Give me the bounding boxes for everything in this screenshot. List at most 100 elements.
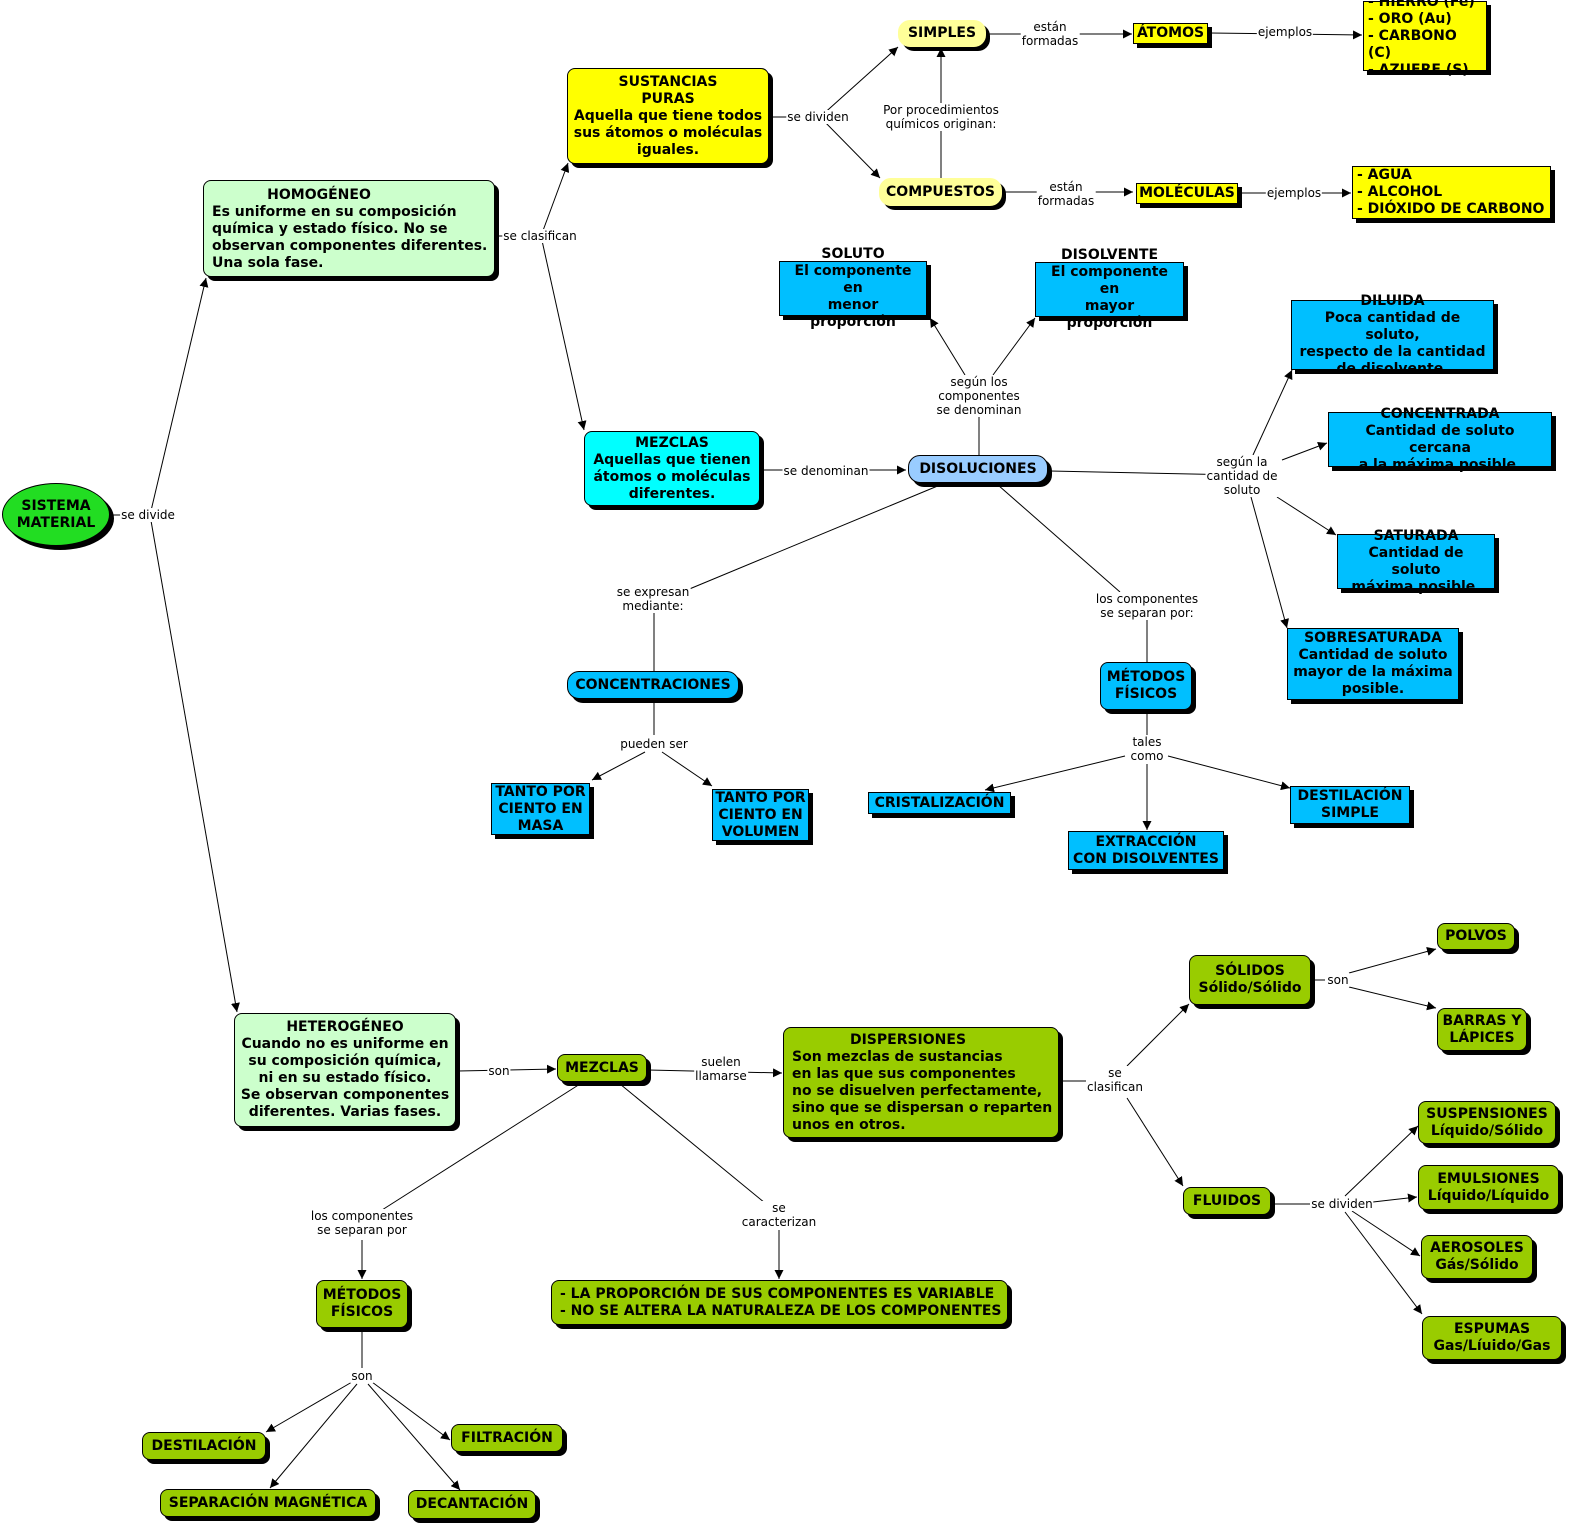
label-se-clasifican: se clasifican [502,229,578,243]
node-disolvente: DISOLVENTE El componente en mayor propor… [1035,247,1184,331]
node-label: HETEROGÉNEO Cuando no es uniforme en su … [240,1019,450,1120]
edge-mezclas-right [619,1083,766,1204]
node-label: FILTRACIÓN [461,1429,553,1446]
node-filtracion: FILTRACIÓN [451,1424,563,1452]
label-se-dividen: se dividen [786,110,850,124]
node-label: DECANTACIÓN [415,1496,529,1512]
edge-to-compuestos [819,116,881,179]
node-label: ESPUMAS Gas/Líuido/Gas [1433,1321,1551,1354]
node-compuestos: COMPUESTOS [879,178,1002,206]
edge-to-heterogeneo [149,514,240,1013]
label-ejemplos-1: ejemplos [1256,25,1314,39]
node-label: MÉTODOS FÍSICOS [1106,669,1186,702]
edge-mezclas-left [381,1083,581,1211]
node-label: SUSTANCIAS PURAS Aquella que tiene todos… [573,73,763,158]
label-segun-componentes: según los componentes se denominan [935,375,1023,417]
edge-to-mezclas-hom [540,235,587,431]
node-simples: SIMPLES [898,20,986,47]
label-se-caracterizan: se caracterizan [740,1201,818,1229]
edge-to-soluto [929,317,966,376]
node-destilacion: DESTILACIÓN [142,1432,266,1460]
node-barras-lapices: BARRAS Y LÁPICES [1437,1008,1527,1051]
node-label: EXTRACCIÓN CON DISOLVENTES [1073,833,1219,867]
node-label: SÓLIDOS Sólido/Sólido [1198,963,1302,996]
node-moleculas: MOLÉCULAS [1136,183,1238,204]
node-label: DISOLVENTE El componente en mayor propor… [1051,247,1168,331]
node-compuestos-ejemplos: - AGUA - ALCOHOL - DIÓXIDO DE CARBONO [1352,166,1551,219]
node-decantacion: DECANTACIÓN [408,1490,536,1519]
node-label: SIMPLES [907,25,977,41]
node-separacion-magnetica: SEPARACIÓN MAGNÉTICA [160,1489,376,1517]
node-label: DESTILACIÓN SIMPLE [1297,788,1403,821]
node-label: - HIERRO (Fe) - ORO (Au) - CARBONO (C) -… [1368,0,1475,78]
node-metodos-fisicos-disoluciones: MÉTODOS FÍSICOS [1100,662,1192,710]
edge-to-filtracion [371,1381,451,1441]
label-se-divide: se divide [120,508,176,522]
edge-to-concentrada [1281,441,1328,461]
node-label: POLVOS [1445,928,1507,944]
node-solidos: SÓLIDOS Sólido/Sólido [1189,955,1311,1005]
node-heterogeneo: HETEROGÉNEO Cuando no es uniforme en su … [234,1013,456,1127]
edge-to-homogeneo [149,277,209,516]
label-componentes-separan-1: los componentes se separan por: [1094,592,1200,620]
edge-to-polvos [1348,947,1437,974]
node-concentraciones: CONCENTRACIONES [567,671,739,699]
node-label: - AGUA - ALCOHOL - DIÓXIDO DE CARBONO [1357,167,1545,217]
edge-to-simples [819,46,899,118]
node-label: COMPUESTOS [886,183,995,200]
node-saturada: SATURADA Cantidad de soluto máxima posib… [1337,528,1495,595]
edge-to-barras [1348,986,1437,1011]
node-elementos-ejemplos: - HIERRO (Fe) - ORO (Au) - CARBONO (C) -… [1363,0,1487,78]
edge-disol-left [686,484,941,591]
node-label: EMULSIONES Líquido/Líquido [1427,1170,1550,1204]
label-componentes-separan-2: los componentes se separan por [309,1209,415,1237]
node-sistema-material: SISTEMA MATERIAL [2,483,110,546]
edge-to-fluidos [1126,1097,1184,1187]
node-label: SOBRESATURADA Cantidad de soluto mayor d… [1293,630,1453,697]
node-label: CONCENTRACIONES [575,676,731,693]
node-espumas: ESPUMAS Gas/Líuido/Gas [1422,1316,1562,1360]
edge-to-solidos [1126,1003,1190,1067]
node-label: DESTILACIÓN [151,1437,257,1454]
edge-to-masa [591,751,646,781]
node-label: SUSPENSIONES Líquido/Sólido [1426,1105,1548,1139]
node-mezclas-heterogeneas: MEZCLAS [557,1054,647,1082]
edge-to-disolvente [992,317,1036,376]
node-label: CRISTALIZACIÓN [874,794,1005,811]
node-label: SEPARACIÓN MAGNÉTICA [168,1494,368,1511]
node-title: DISPERSIONES [849,1032,967,1048]
node-label: MEZCLAS [565,1059,639,1076]
label-tales-como: tales como [1129,735,1165,763]
node-label: BARRAS Y LÁPICES [1442,1012,1522,1046]
edge-to-emulsiones [1372,1193,1418,1203]
label-pueden-ser: pueden ser [619,737,689,751]
label-se-clasifican-2: se clasifican [1086,1066,1144,1094]
node-metodos-fisicos-mezclas: MÉTODOS FÍSICOS [316,1280,408,1328]
node-label: CONCENTRADA Cantidad de soluto cercana a… [1358,405,1522,473]
node-mezclas-homogeneas: MEZCLAS Aquellas que tienen átomos o mol… [584,431,760,506]
label-suelen-llamarse: suelen llamarse [694,1055,748,1083]
node-label: FLUIDOS [1192,1192,1262,1209]
node-concentrada: CONCENTRADA Cantidad de soluto cercana a… [1328,406,1552,473]
label-son-1: son [487,1064,511,1078]
node-title: HOMOGÉNEO [267,187,371,203]
edge-to-aerosoles [1351,1210,1421,1257]
node-label: MÉTODOS FÍSICOS [322,1287,402,1320]
node-extraccion: EXTRACCIÓN CON DISOLVENTES [1068,831,1224,870]
node-label: TANTO POR CIENTO EN MASA [495,783,586,834]
node-body: Es uniforme en su composición química y … [212,204,488,271]
node-dispersiones: DISPERSIONES Son mezclas de sustancias e… [783,1027,1059,1138]
node-label: - LA PROPORCIÓN DE SUS COMPONENTES ES VA… [560,1285,1002,1319]
node-body: Son mezclas de sustancias en las que sus… [792,1049,1053,1133]
label-se-denominan: se denominan [782,464,870,478]
node-sustancias-puras: SUSTANCIAS PURAS Aquella que tiene todos… [567,68,769,164]
edge-to-saturada [1276,496,1337,536]
edge-to-espumas [1344,1211,1423,1315]
edge-disol-down [997,484,1121,593]
node-sobresaturada: SOBRESATURADA Cantidad de soluto mayor d… [1287,628,1459,700]
node-fluidos: FLUIDOS [1183,1187,1271,1215]
label-segun-cantidad: según la cantidad de soluto [1205,455,1279,497]
node-label: MEZCLAS Aquellas que tienen átomos o mol… [593,434,751,502]
node-suspensiones: SUSPENSIONES Líquido/Sólido [1418,1101,1556,1144]
label-se-expresan: se expresan mediante: [615,585,691,613]
